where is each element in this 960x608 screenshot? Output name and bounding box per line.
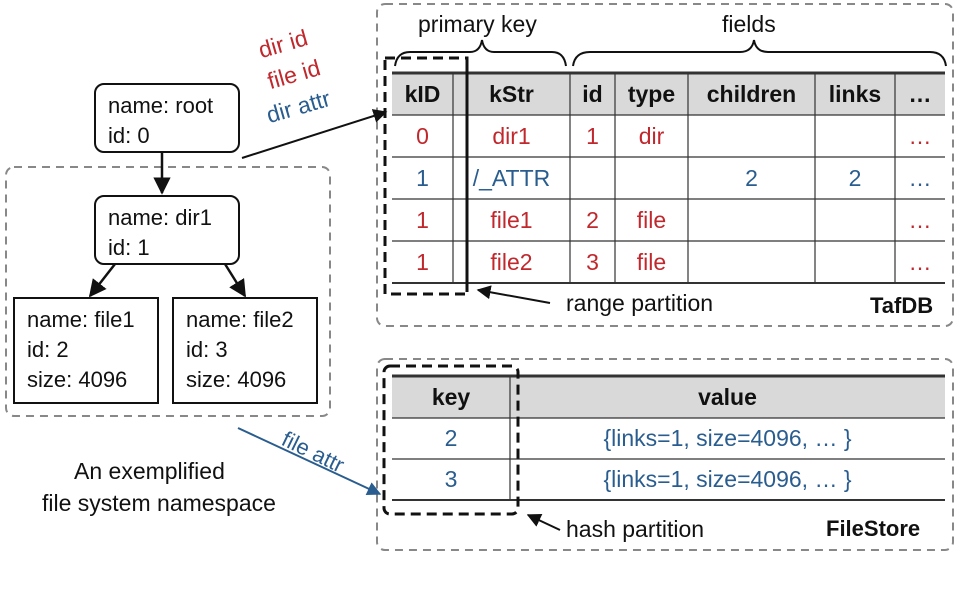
filestore-name: FileStore (826, 516, 921, 541)
tafdb-name: TafDB (870, 293, 934, 318)
fields-brace (572, 39, 947, 67)
tafdb-cell: 1 (586, 122, 599, 149)
arrow-to-filestore (237, 427, 382, 496)
tafdb-header-id: id (582, 80, 603, 107)
node-file1: name: file1 id: 2 size: 4096 (13, 297, 159, 404)
tafdb-cell: 1 (416, 164, 429, 191)
filestore-header-key: key (431, 383, 471, 410)
tafdb-cell: file (636, 206, 667, 233)
tafdb-cell: 1 (416, 206, 429, 233)
file2-size: size: 4096 (186, 367, 287, 392)
range-partition-label: range partition (566, 290, 714, 316)
primary-key-label: primary key (418, 11, 537, 37)
tafdb-dashed-box (376, 3, 954, 327)
file2-name: name: file2 (186, 307, 294, 332)
tafdb-header-children: children (706, 80, 797, 107)
arrow-dir1-file1 (88, 263, 116, 298)
tafdb-header-kid: kID (404, 80, 441, 107)
arrow-to-tafdb (241, 109, 388, 159)
tafdb-header-more: … (908, 80, 932, 107)
tafdb-cell: … (908, 206, 932, 233)
tafdb-cell: 2 (745, 164, 758, 191)
tafdb-cell: file1 (490, 206, 533, 233)
primary-key-brace (394, 39, 567, 67)
namespace-caption-line2: file system namespace (42, 490, 276, 516)
dir1-id: id: 1 (108, 235, 150, 260)
file2-id: id: 3 (186, 337, 228, 362)
arrow-dir1-file2 (223, 263, 247, 298)
tafdb-cell: 3 (586, 248, 599, 275)
root-id: id: 0 (108, 123, 150, 148)
node-dir1: name: dir1 id: 1 (94, 195, 240, 265)
tafdb-cell: /_ATTR (472, 164, 551, 191)
file1-id: id: 2 (27, 337, 69, 362)
namespace-caption-line1: An exemplified (74, 458, 225, 484)
namespace-dashed-box (5, 166, 331, 417)
range-partition-pointer (476, 285, 551, 304)
node-root: name: root id: 0 (94, 83, 240, 153)
filestore-cell: 2 (444, 425, 458, 451)
fields-label: fields (722, 11, 776, 37)
filestore-grid (392, 374, 945, 501)
tafdb-cell: file2 (490, 248, 533, 275)
tafdb-cell: dir1 (492, 122, 531, 149)
hash-partition-label: hash partition (566, 516, 705, 542)
tafdb-cell: 2 (586, 206, 599, 233)
tafdb-cell: … (908, 122, 932, 149)
tafdb-cell: file (636, 248, 667, 275)
dir1-name: name: dir1 (108, 205, 212, 230)
tafdb-cell: dir (638, 122, 665, 149)
filestore-cell: {links=1, size=4096, … } (603, 466, 852, 492)
tafdb-cell: … (908, 164, 932, 191)
file1-name: name: file1 (27, 307, 135, 332)
filestore-header-value: value (698, 383, 757, 410)
tafdb-header-links: links (828, 80, 882, 107)
tafdb-cell: 1 (416, 248, 429, 275)
file1-size: size: 4096 (27, 367, 128, 392)
node-file2: name: file2 id: 3 size: 4096 (172, 297, 318, 404)
tafdb-header-kstr: kStr (489, 80, 534, 107)
filestore-dashed-box (376, 358, 954, 551)
hash-partition-pointer (526, 514, 561, 531)
root-name: name: root (108, 93, 214, 118)
tafdb-header-type: type (627, 80, 676, 107)
filestore-cell: 3 (444, 466, 458, 492)
filestore-cell: {links=1, size=4096, … } (603, 425, 852, 451)
tafdb-cell: 0 (416, 122, 429, 149)
tafdb-cell: … (908, 248, 932, 275)
tafdb-grid (392, 71, 945, 284)
key-dashed-box (382, 364, 520, 516)
tafdb-cell: 2 (848, 164, 862, 191)
